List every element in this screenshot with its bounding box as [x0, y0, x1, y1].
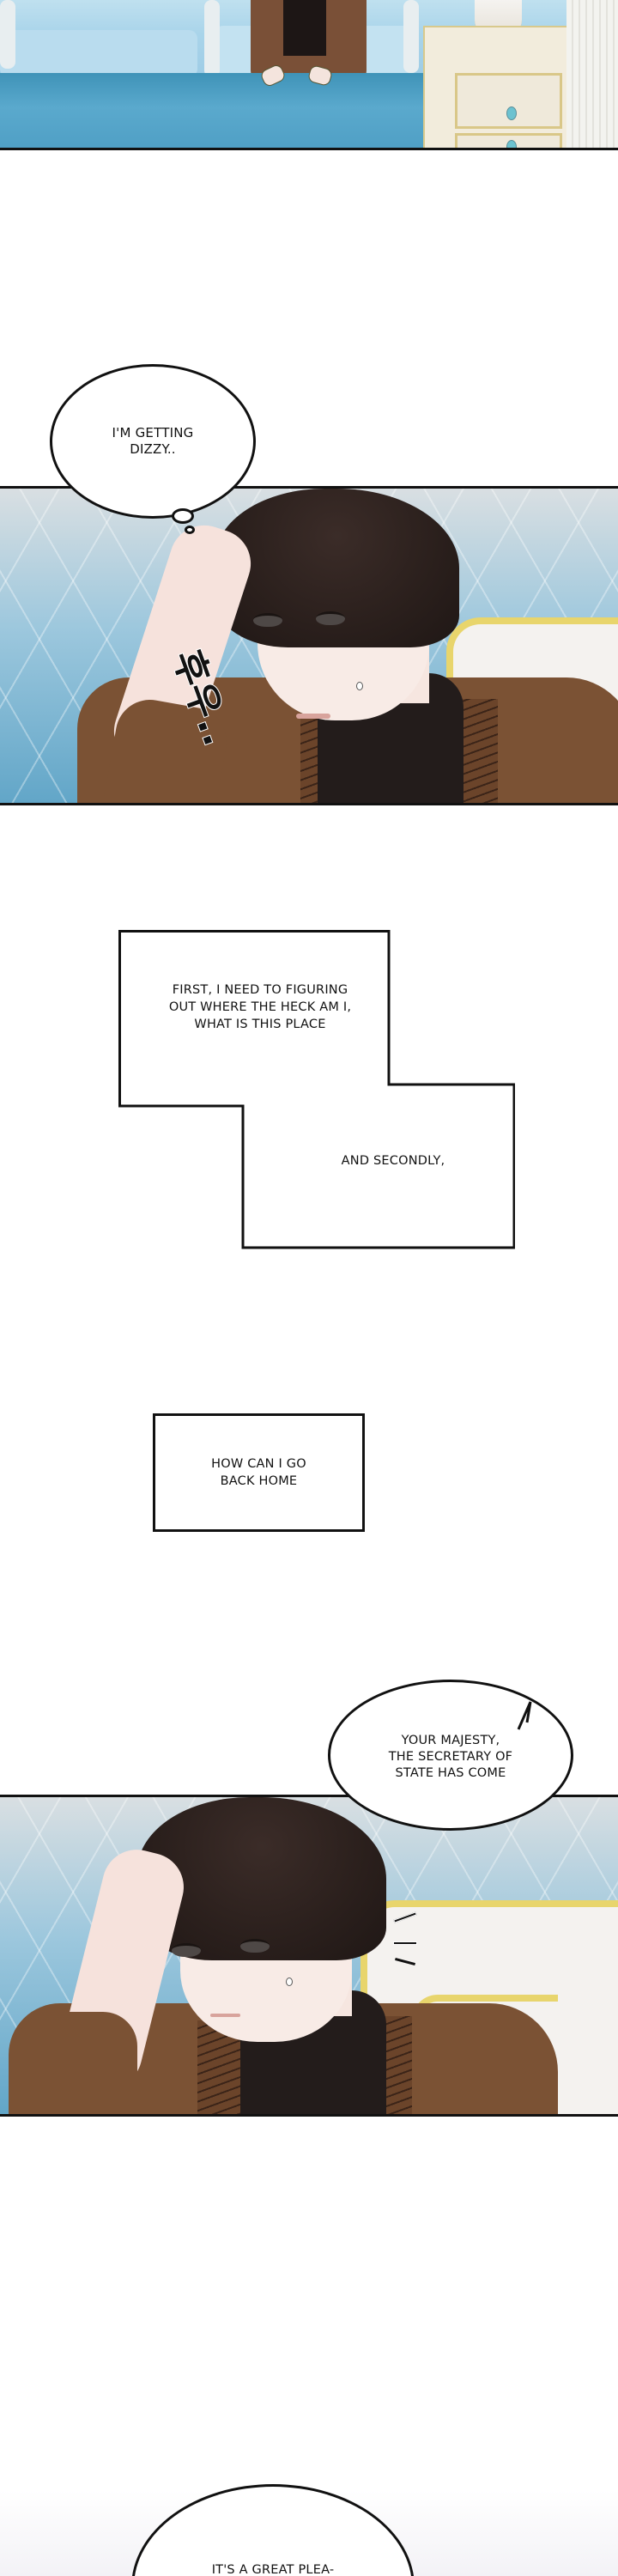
drawer-knob: [506, 106, 517, 120]
bedpost: [403, 0, 419, 73]
eye: [316, 611, 345, 625]
eye: [253, 613, 282, 627]
caption-line: FIRST, I NEED TO FIGURING: [172, 983, 348, 997]
thought-tail-dot: [185, 526, 195, 534]
thought-tail-dot: [172, 508, 194, 524]
thought-line: DIZZY..: [130, 441, 176, 457]
speech-text: IT'S A GREAT PLEA-: [212, 2562, 335, 2576]
speech-spike-icon: [517, 1701, 532, 1730]
bedpost: [204, 0, 220, 77]
speech-line: STATE HAS COME: [395, 1765, 506, 1780]
caption-line: BACK HOME: [220, 1474, 298, 1488]
surprise-mark: [393, 1941, 417, 1945]
drawer-knob: [506, 140, 517, 148]
caption-second: AND SECONDLY,: [307, 1153, 479, 1170]
speech-bubble-majesty: YOUR MAJESTY, THE SECRETARY OF STATE HAS…: [328, 1680, 573, 1831]
sweat-drop-icon: [356, 682, 363, 690]
cardigan-sleeve: [17, 2012, 137, 2114]
caption-line: AND SECONDLY,: [341, 1154, 445, 1168]
character-shirt: [283, 0, 326, 56]
nightstand-drawer: [455, 73, 562, 129]
panel-glance: [0, 1795, 618, 2117]
blanket: [0, 73, 506, 148]
mouth: [296, 714, 330, 719]
pillow: [0, 30, 197, 77]
stepped-caption: FIRST, I NEED TO FIGURING OUT WHERE THE …: [118, 930, 515, 1249]
caption-first: FIRST, I NEED TO FIGURING OUT WHERE THE …: [136, 981, 385, 1033]
caption-home-text: HOW CAN I GO BACK HOME: [211, 1455, 306, 1490]
thought-bubble: I'M GETTING DIZZY..: [50, 364, 256, 519]
caption-line: WHAT IS THIS PLACE: [194, 1018, 326, 1031]
speech-text: YOUR MAJESTY, THE SECRETARY OF STATE HAS…: [389, 1733, 512, 1782]
caption-line: HOW CAN I GO: [211, 1457, 306, 1471]
curtain: [566, 0, 618, 148]
caption-box-home: HOW CAN I GO BACK HOME: [153, 1413, 365, 1532]
thought-text: I'M GETTING DIZZY..: [112, 425, 194, 458]
caption-line: OUT WHERE THE HECK AM I,: [168, 1000, 352, 1014]
mouth: [210, 2014, 240, 2017]
panel-bed-scene: [0, 0, 618, 150]
sweat-drop-icon: [286, 1978, 293, 1986]
bedpost: [0, 0, 15, 69]
eye: [172, 1943, 201, 1957]
stepped-caption-outline: [118, 930, 515, 1249]
thought-line: I'M GETTING: [112, 425, 194, 440]
speech-line: THE SECRETARY OF: [388, 1749, 513, 1764]
speech-line: IT'S A GREAT PLEA-: [211, 2563, 335, 2576]
eye: [240, 1939, 270, 1953]
panel-dizzy: 후우..: [0, 486, 618, 805]
speech-line: YOUR MAJESTY,: [401, 1733, 500, 1747]
